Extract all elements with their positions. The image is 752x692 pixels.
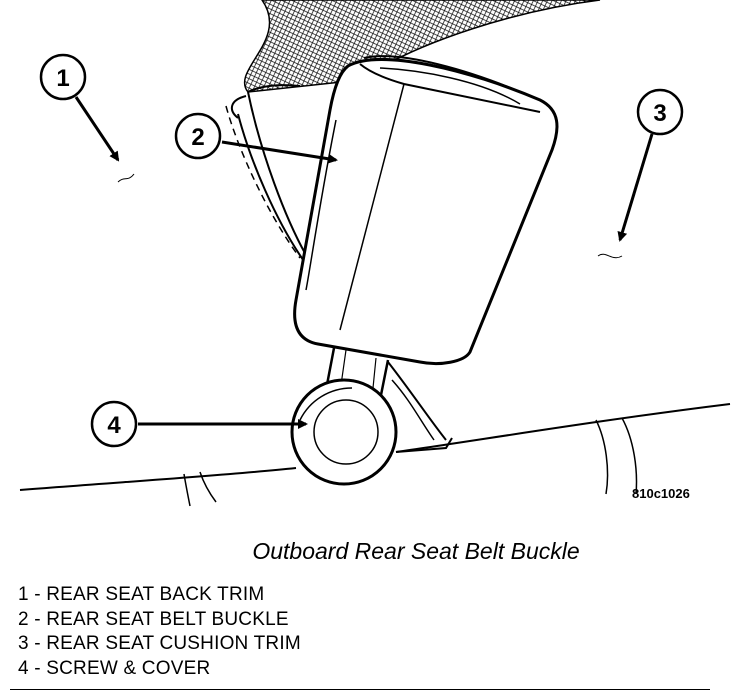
callout-1: 1 — [39, 53, 135, 183]
screw-cover — [290, 378, 398, 486]
seat-cushion-trim — [19, 403, 731, 507]
callout-3: 3 — [597, 88, 684, 259]
divider — [10, 689, 710, 690]
legend-list: 1 - REAR SEAT BACK TRIM 2 - REAR SEAT BE… — [18, 583, 301, 681]
callout-4-number: 4 — [107, 412, 121, 439]
callout-1-number: 1 — [56, 65, 69, 92]
seat-belt-buckle-illustration: 1 2 3 4 — [19, 0, 731, 507]
buckle-strap — [324, 347, 447, 441]
legend-item: 3 - REAR SEAT CUSHION TRIM — [18, 633, 301, 654]
callout-3-number: 3 — [653, 100, 666, 127]
callout-2: 2 — [174, 112, 338, 164]
figure-caption: Outboard Rear Seat Belt Buckle — [252, 538, 580, 564]
seat-back-trim — [225, 0, 601, 265]
legend-item: 1 - REAR SEAT BACK TRIM — [18, 584, 265, 605]
buckle-body — [293, 55, 559, 366]
figure-code: 810c1026 — [632, 486, 690, 501]
callout-4: 4 — [90, 400, 308, 448]
legend-item: 4 - SCREW & COVER — [18, 657, 211, 679]
legend-item: 2 - REAR SEAT BELT BUCKLE — [18, 608, 289, 630]
callout-2-number: 2 — [191, 124, 204, 151]
